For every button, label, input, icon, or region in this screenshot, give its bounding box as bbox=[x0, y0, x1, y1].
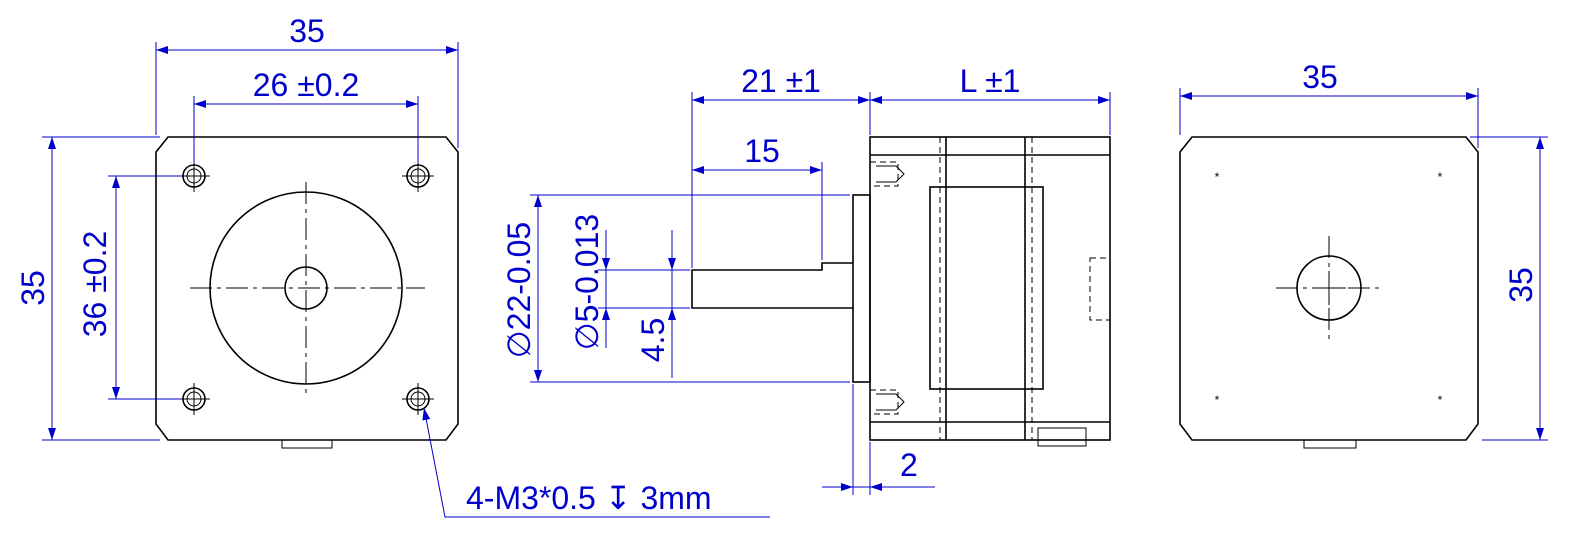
hole-callout: 4-M3*0.5 ↧ 3mm bbox=[466, 480, 712, 516]
hole-spacing-dim: 26 ±0.2 bbox=[253, 67, 360, 103]
motor-body bbox=[869, 136, 1111, 441]
front-width-dim: 35 bbox=[289, 13, 325, 49]
pilot-boss bbox=[852, 194, 871, 383]
connector-plug bbox=[1037, 427, 1087, 447]
svg-text:*: * bbox=[1215, 393, 1220, 407]
front-height-dim: 35 bbox=[15, 270, 51, 306]
rear-screw-marks: * * * * bbox=[1215, 170, 1443, 407]
pilot-height-dim: 2 bbox=[900, 447, 918, 483]
mounting-holes bbox=[178, 160, 434, 415]
svg-text:*: * bbox=[1438, 170, 1443, 184]
connector-hidden bbox=[1089, 257, 1111, 321]
body-length-dim: L ±1 bbox=[960, 63, 1021, 99]
screw-holes bbox=[869, 137, 1033, 440]
rear-width-dim: 35 bbox=[1302, 59, 1338, 95]
shaft-dia-dim: ∅5-0.013 bbox=[569, 214, 605, 350]
side-view: 21 ±1 L ±1 15 ∅22-0.05 ∅5-0.013 4.5 bbox=[501, 63, 1111, 495]
stator-window bbox=[929, 186, 1044, 390]
rear-outline bbox=[1179, 136, 1479, 441]
front-view: 35 26 ±0.2 35 36 ±0.2 4-M3*0.5 ↧ 3mm bbox=[15, 13, 770, 518]
flat-dim: 4.5 bbox=[635, 318, 671, 362]
rear-view: * * * * 35 35 bbox=[1179, 59, 1548, 449]
shaft bbox=[691, 262, 853, 309]
shaft-length-dim: 21 ±1 bbox=[741, 63, 821, 99]
rear-connector bbox=[1303, 439, 1357, 449]
svg-text:*: * bbox=[1215, 170, 1220, 184]
svg-text:*: * bbox=[1438, 393, 1443, 407]
connector-stub bbox=[281, 439, 333, 449]
pilot-dia-dim: ∅22-0.05 bbox=[501, 222, 537, 358]
front-outline bbox=[155, 136, 459, 441]
flat-length-dim: 15 bbox=[744, 133, 780, 169]
boss-dim: 36 ±0.2 bbox=[77, 231, 113, 338]
rear-height-dim: 35 bbox=[1503, 267, 1539, 303]
